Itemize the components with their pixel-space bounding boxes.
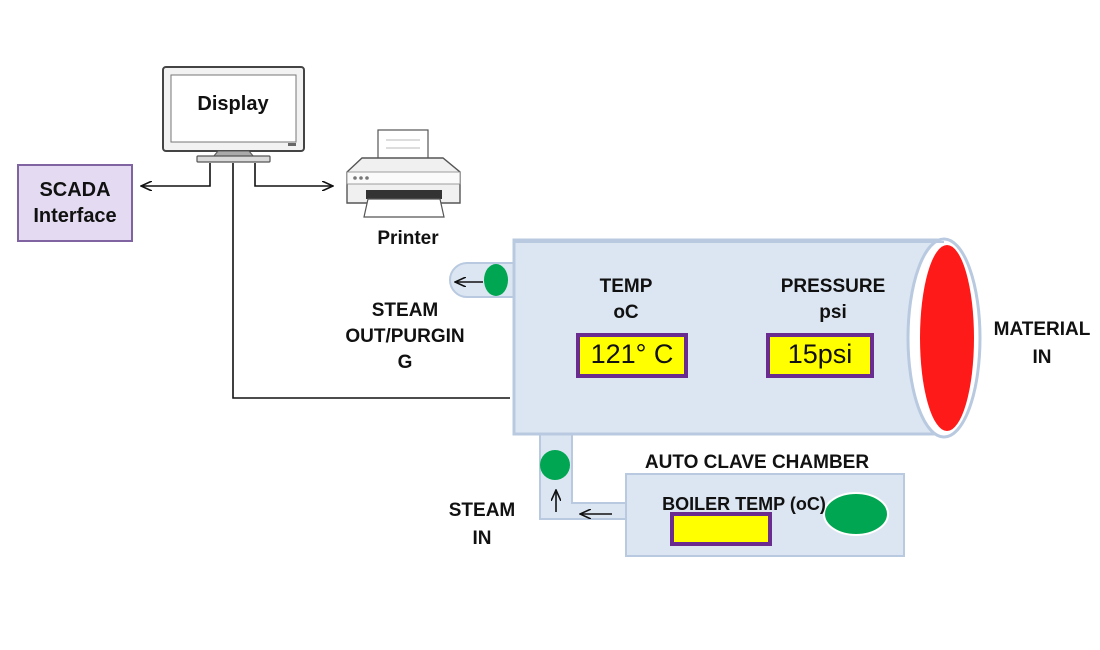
steam-out-line-2: OUT/PURGIN (345, 326, 465, 347)
steam-in-label: STEAM IN (432, 497, 532, 553)
material-in-label: MATERIAL IN (984, 316, 1100, 372)
monitor-to-scada-arrow (141, 163, 211, 186)
pressure-label: PRESSURE psi (770, 274, 896, 326)
temp-label: TEMP oC (576, 274, 676, 326)
printer-label: Printer (377, 228, 439, 249)
steam-in-line-1: STEAM (448, 500, 516, 521)
scada-line-2: Interface (33, 205, 117, 227)
steam-out-label: STEAM OUT/PURGIN G (320, 298, 490, 376)
pressure-label-line-2: psi (819, 302, 847, 323)
steam-out-pipe (449, 262, 520, 298)
connection-lines (141, 163, 510, 399)
display-label: Display (197, 93, 269, 115)
monitor-icon (162, 66, 305, 163)
temp-label-line-1: TEMP (599, 276, 653, 297)
steam-in-pipe (539, 429, 629, 520)
temp-label-line-2: oC (613, 302, 639, 323)
boiler-indicator-icon (823, 492, 889, 536)
steam-in-valve-icon (540, 450, 570, 480)
monitor-to-printer-arrow (254, 163, 333, 186)
boiler-temp-label: BOILER TEMP (oC) (662, 494, 826, 514)
scada-box (17, 164, 133, 242)
monitor-to-chamber-line (232, 163, 510, 399)
scada-line-1: SCADA (39, 179, 111, 201)
pressure-readout: 15psi (766, 333, 874, 378)
steam-out-line-3: G (397, 352, 413, 373)
scada-interface-label: SCADA Interface (18, 177, 132, 229)
material-in-line-1: MATERIAL (993, 319, 1091, 340)
boiler-temp-readout (670, 512, 772, 546)
material-door-icon (920, 245, 974, 431)
pressure-label-line-1: PRESSURE (780, 276, 886, 297)
autoclave-chamber-title: AUTO CLAVE CHAMBER (644, 452, 870, 473)
temp-readout: 121° C (576, 333, 688, 378)
printer-icon (346, 129, 461, 218)
steam-out-line-1: STEAM (371, 300, 439, 321)
material-in-line-2: IN (1032, 347, 1052, 368)
steam-out-valve-icon (484, 264, 508, 296)
steam-in-line-2: IN (472, 528, 492, 549)
